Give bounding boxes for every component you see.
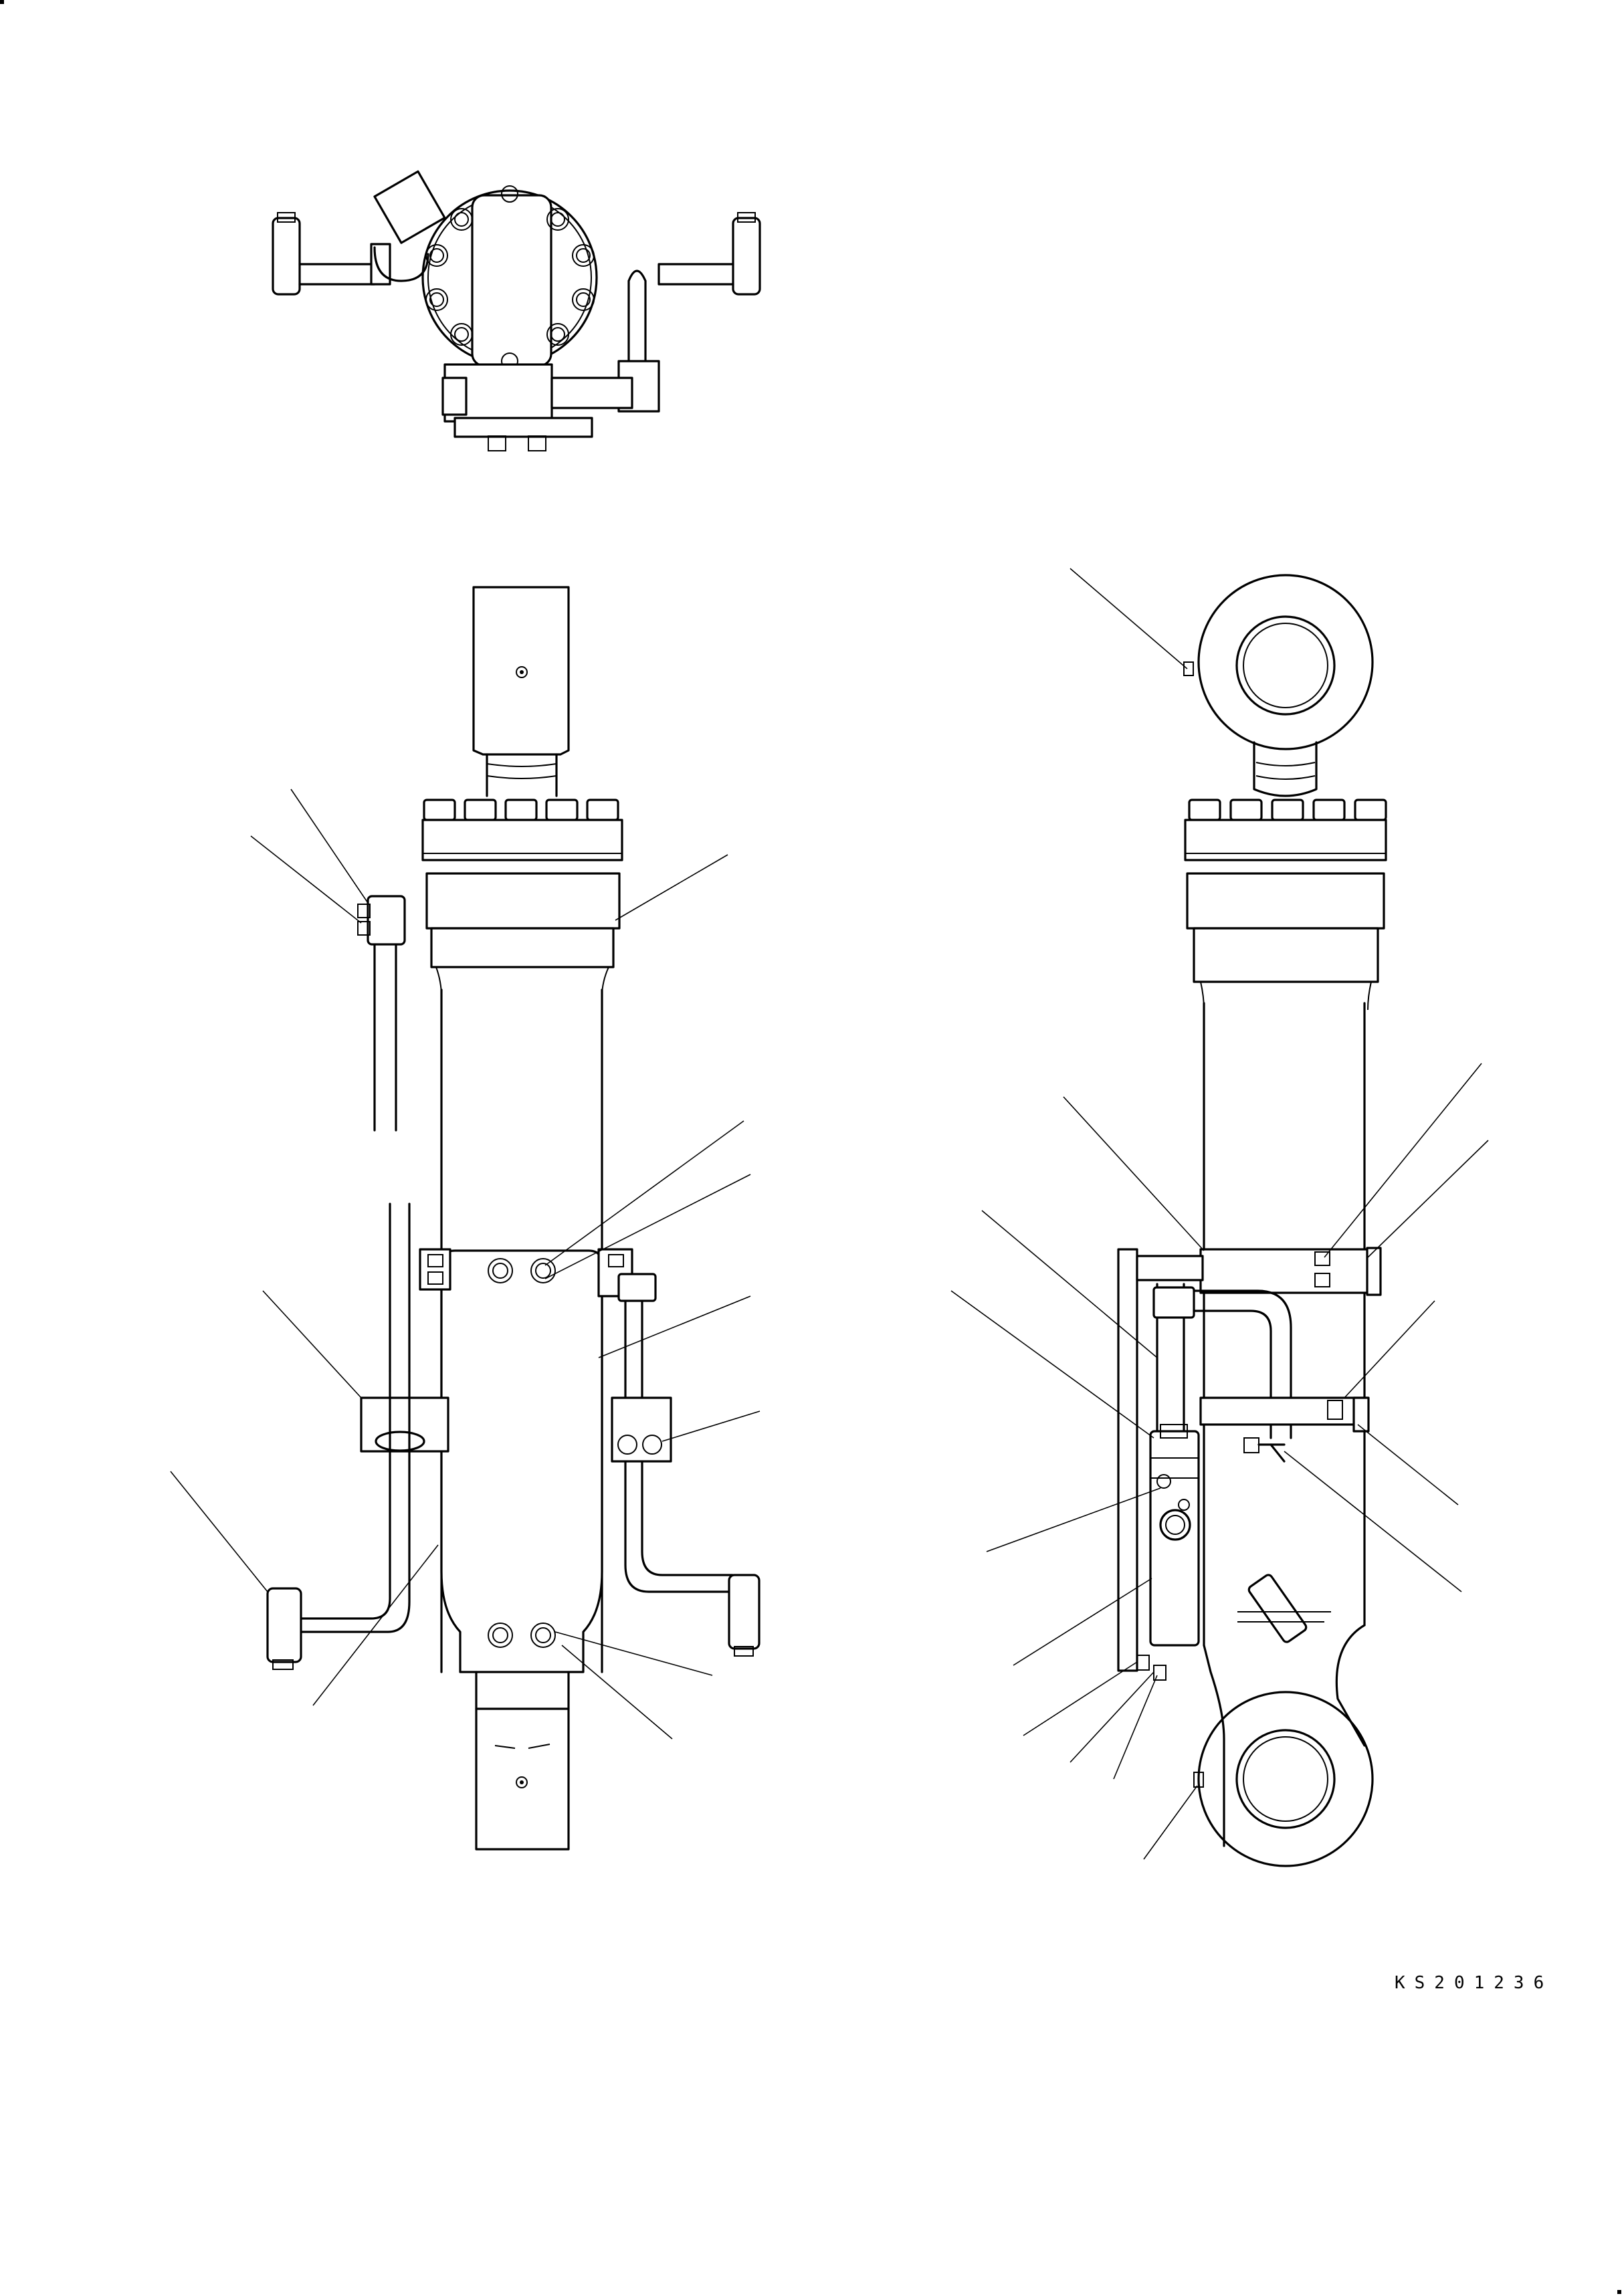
front-view — [170, 586, 760, 1851]
corner-mark-bottom-right — [1617, 2290, 1621, 2294]
corner-mark-top-left — [0, 0, 4, 4]
top-view — [272, 170, 761, 451]
drawing-code: KS201236 — [1395, 1973, 1554, 1993]
side-view — [950, 568, 1489, 1867]
